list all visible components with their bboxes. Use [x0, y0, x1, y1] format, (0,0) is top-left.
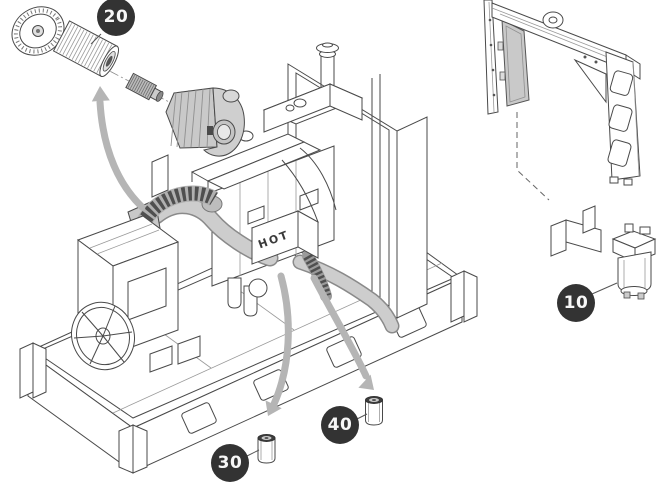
callout-number-10: 10 — [563, 293, 589, 313]
air-filter-safety-element — [125, 72, 164, 102]
arrow-to-air-filter — [91, 86, 146, 211]
lifting-frame — [483, 0, 641, 201]
arrow-to-filter-40 — [310, 274, 374, 390]
spin-on-filter-40 — [365, 396, 383, 426]
engine — [147, 130, 400, 334]
frame-drop-leader — [516, 112, 550, 201]
callout-badge-40[interactable]: 40 — [321, 406, 359, 444]
callout-number-20: 20 — [103, 7, 129, 27]
air-filter-end-cap — [11, 6, 65, 56]
callout-leaders — [90, 33, 618, 457]
flow-arrows — [91, 86, 374, 416]
frame-panel — [497, 19, 530, 107]
callout-badge-10[interactable]: 10 — [557, 284, 595, 322]
frame-top-beam — [491, 2, 641, 104]
air-filter-element — [52, 20, 120, 77]
arrow-to-filter-30 — [265, 272, 292, 416]
radiator-top-tank — [262, 83, 364, 133]
air-cleaner-housing — [165, 87, 245, 157]
mounting-bracket — [550, 205, 602, 257]
radiator — [262, 42, 428, 319]
callout-badge-20[interactable]: 20 — [97, 0, 135, 36]
frame-right-column — [605, 51, 641, 186]
hot-shield: HOT — [250, 210, 320, 265]
callout-badge-30[interactable]: 30 — [211, 444, 249, 482]
skid-corner-posts — [19, 270, 478, 474]
air-filter-exploded — [11, 6, 245, 157]
fuel-filter-assembly — [611, 223, 657, 300]
alternator — [71, 215, 201, 373]
spin-on-filter-30 — [257, 434, 276, 464]
alternator-fan — [71, 301, 135, 371]
engine-fuel-filters — [227, 277, 268, 317]
valve-covers — [190, 130, 322, 192]
callout-number-40: 40 — [327, 415, 353, 435]
callout-number-30: 30 — [217, 453, 243, 473]
